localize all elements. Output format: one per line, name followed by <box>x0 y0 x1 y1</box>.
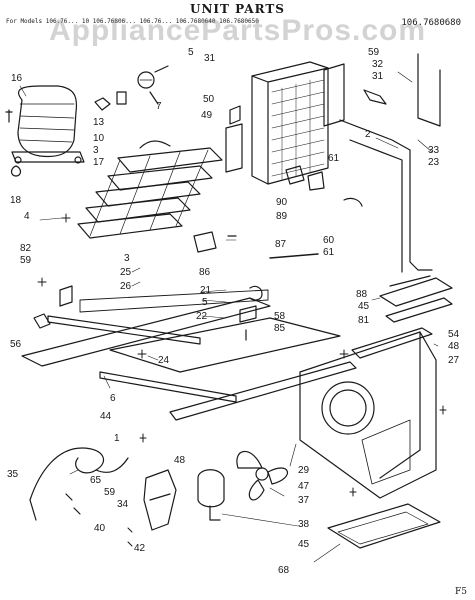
part-label: 23 <box>428 157 440 168</box>
part-label: 3 <box>124 253 130 264</box>
part-label: 40 <box>94 523 106 534</box>
fan-shroud <box>299 327 437 499</box>
part-label: 26 <box>120 281 132 292</box>
part-label: 33 <box>428 145 440 156</box>
part-label: 82 <box>20 243 32 254</box>
part-label: 87 <box>275 239 287 250</box>
part-label: 89 <box>276 211 288 222</box>
part-label: 27 <box>448 355 460 366</box>
part-label: 2 <box>365 129 371 140</box>
part-label: 61 <box>323 247 335 258</box>
diagram-title: UNIT PARTS <box>190 2 285 16</box>
middle-small-parts <box>193 165 325 341</box>
compressor <box>5 85 85 177</box>
part-label: 17 <box>93 157 105 168</box>
part-label: 90 <box>276 197 288 208</box>
part-label: 5 <box>202 297 208 308</box>
model-number: 106.7680680 <box>401 18 461 28</box>
screws <box>37 213 447 547</box>
part-label: 37 <box>298 495 310 506</box>
part-label: 21 <box>200 285 212 296</box>
part-label: 29 <box>298 465 310 476</box>
part-label: 58 <box>274 311 286 322</box>
part-label: 47 <box>298 481 310 492</box>
part-label: 45 <box>358 301 370 312</box>
part-label: 10 <box>93 133 105 144</box>
part-label: 48 <box>174 455 186 466</box>
part-label: 59 <box>104 487 116 498</box>
base-frame <box>21 285 357 421</box>
part-label: 6 <box>110 393 116 404</box>
part-label: 32 <box>372 59 384 70</box>
part-label: 25 <box>120 267 132 278</box>
model-list: For Models 106.76... 10 106.76806... 106… <box>6 18 259 25</box>
part-label: 42 <box>134 543 146 554</box>
part-label: 68 <box>278 565 290 576</box>
part-label: 35 <box>7 469 19 480</box>
part-label: 48 <box>448 341 460 352</box>
part-label: 22 <box>196 311 208 322</box>
fan-motor <box>197 469 225 521</box>
drier-and-tubing <box>323 53 453 323</box>
condenser <box>225 61 329 185</box>
part-label: 59 <box>20 255 32 266</box>
part-label: 81 <box>358 315 370 326</box>
motor-bracket <box>143 469 177 531</box>
part-label: 34 <box>117 499 129 510</box>
drain-pan <box>327 503 441 549</box>
part-label: 60 <box>323 235 335 246</box>
part-label: 16 <box>11 73 23 84</box>
wiring-harness <box>29 447 129 521</box>
part-label: 1 <box>114 433 120 444</box>
part-label: 88 <box>356 289 368 300</box>
part-label: 31 <box>204 53 216 64</box>
part-label: 61 <box>328 153 340 164</box>
part-label: 7 <box>156 101 162 112</box>
part-label: 24 <box>158 355 170 366</box>
part-label: 49 <box>201 110 213 121</box>
part-label: 45 <box>298 539 310 550</box>
part-label: 44 <box>100 411 112 422</box>
part-label: 59 <box>368 47 380 58</box>
part-label: 50 <box>203 94 215 105</box>
part-label: 5 <box>188 47 194 58</box>
relay-overload-parts <box>94 65 169 111</box>
leader-lines <box>19 71 439 563</box>
part-label: 4 <box>24 211 30 222</box>
part-label: 38 <box>298 519 310 530</box>
part-label: 31 <box>372 71 384 82</box>
part-label: 65 <box>90 475 102 486</box>
figure-label: F5 <box>455 587 467 597</box>
part-label: 56 <box>10 339 22 350</box>
part-label: 13 <box>93 117 105 128</box>
evaporator-coil <box>77 140 223 239</box>
part-label: 54 <box>448 329 460 340</box>
part-label: 18 <box>10 195 22 206</box>
fan-blade <box>236 450 289 501</box>
part-label: 3 <box>93 145 99 156</box>
part-label: 85 <box>274 323 286 334</box>
part-label: 86 <box>199 267 211 278</box>
